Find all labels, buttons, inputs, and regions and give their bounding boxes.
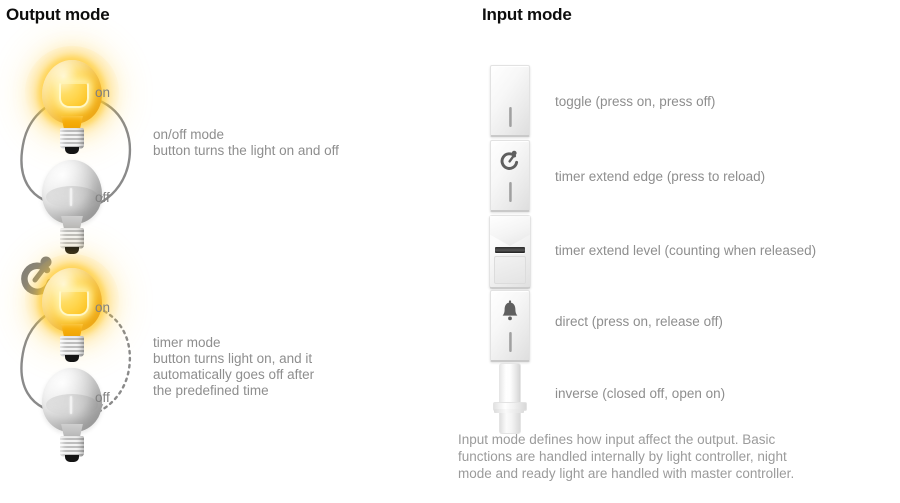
switch-indicator-bar [508,182,512,202]
bulb-on-onoff [25,46,119,166]
output-mode-title: Output mode [6,5,110,24]
input-label-direct: direct (press on, release off) [555,314,723,329]
cylinder-skirt [494,409,524,413]
cylinder-tube [499,363,521,404]
bulb-contact-tip [65,247,79,254]
bulb-glass [42,368,102,432]
bulb-screw-base [60,336,84,357]
bulb-filament [70,188,72,206]
bulb-off-onoff [33,158,111,266]
bulb-contact-tip [65,355,79,362]
bell-switch-icon [490,290,530,362]
bulb-filament [59,82,89,108]
toggle-switch-icon [490,65,530,137]
bulb-contact-tip [65,147,79,154]
state-label-off-onoff: off [95,190,110,205]
bulb-glass [42,268,102,332]
state-label-on-timer: on [95,300,111,315]
sensor-lens [494,256,526,284]
bulb-filament [59,290,89,316]
bulb-on-timer [25,254,119,374]
input-mode-panel: Input mode toggle (press on, press off) … [450,0,900,503]
motion-sensor-icon [489,215,531,289]
switch-indicator-bar [508,107,512,127]
output-mode-panel: Output mode on off [6,5,339,474]
stopwatch-icon [490,148,530,174]
onoff-mode-description: on/off mode button turns the light on an… [153,127,339,158]
input-label-inverse: inverse (closed off, open on) [555,386,726,401]
switch-plate [490,140,530,212]
bulb-screw-base [60,128,84,149]
input-label-toggle: toggle (press on, press off) [555,94,716,109]
cylinder-stem [499,413,521,434]
bell-icon [490,298,530,324]
timer-mode-description: timer mode button turns light on, and it… [153,335,315,398]
state-label-on-onoff: on [95,85,111,100]
sensor-slot [495,247,525,253]
switch-indicator-bar [508,332,512,352]
input-label-timer-extend-edge: timer extend edge (press to reload) [555,169,766,184]
cylinder-sensor-icon [493,363,527,434]
bulb-filament [70,396,72,414]
stopwatch-switch-icon [490,140,530,212]
bulb-contact-tip [65,455,79,462]
input-mode-title: Input mode [482,5,572,24]
bulb-screw-base [60,436,84,457]
bulb-screw-base [60,228,84,249]
input-mode-footnote: Input mode defines how input affect the … [458,432,795,481]
bulb-glass [42,160,102,224]
bulb-off-timer [33,366,111,474]
bulb-glass [42,60,102,124]
input-label-timer-extend-level: timer extend level (counting when releas… [555,243,817,258]
state-label-off-timer: off [95,390,110,405]
